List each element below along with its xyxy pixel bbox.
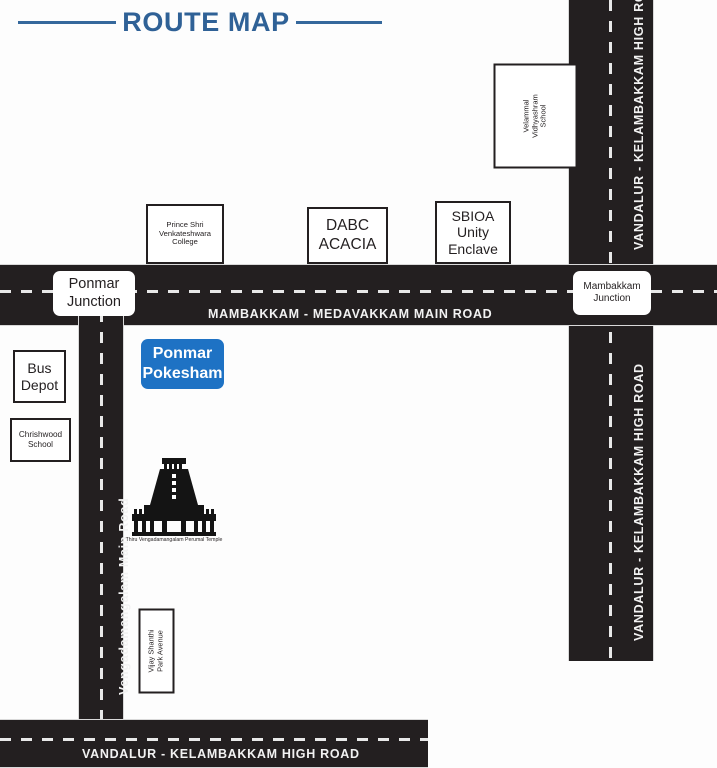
highlight-line2: Pokesham bbox=[142, 365, 223, 382]
landmark-vijay-line2: Park Avenue bbox=[155, 630, 165, 672]
landmark-chrishwood-school[interactable]: Chrishwood School bbox=[10, 418, 71, 462]
junction-mambakkam-line2: Junction bbox=[593, 293, 631, 304]
junction-ponmar-line2: Junction bbox=[66, 293, 121, 310]
landmark-sbioa-line3: Enclave bbox=[448, 240, 498, 257]
temple-caption-line1: Thiru Vengadamangalam bbox=[125, 537, 184, 543]
road-dash-vandalur-north bbox=[609, 0, 612, 265]
landmark-velammal-line3: School bbox=[538, 104, 548, 128]
landmark-sbioa-line2: Unity bbox=[457, 224, 489, 241]
road-dash-bottom bbox=[0, 738, 428, 741]
road-label-mambakkam-medavakkam-main: MAMBAKKAM - MEDAVAKKAM MAIN ROAD bbox=[208, 307, 493, 321]
junction-ponmar[interactable]: Ponmar Junction bbox=[53, 271, 135, 316]
landmark-velammal-vidhyashram-school[interactable]: Velammal Vidhyashram School bbox=[493, 63, 578, 169]
landmark-bus-depot[interactable]: Bus Depot bbox=[13, 350, 66, 403]
landmark-chrishwood-line2: School bbox=[27, 440, 54, 449]
landmark-bus-depot-line2: Depot bbox=[20, 376, 59, 393]
temple-gopuram-icon bbox=[128, 458, 220, 536]
landmark-prince-line3: College bbox=[172, 237, 198, 247]
road-label-vandalur-kelambakkam-south: VANDALUR - KELAMBAKKAM HIGH ROAD bbox=[632, 363, 646, 641]
title-rule-left bbox=[18, 20, 117, 24]
temple-caption-line2: Perumal Temple bbox=[185, 537, 223, 543]
landmark-chrishwood-line1: Chrishwood bbox=[18, 430, 63, 440]
landmark-prince-line2: Venkateshwara bbox=[159, 228, 211, 238]
road-dash-vengadamangalam bbox=[100, 311, 103, 721]
road-dash-vandalur-south bbox=[609, 311, 612, 661]
road-vandalur-kelambakkam-bottom bbox=[0, 719, 428, 768]
landmark-bus-depot-line1: Bus bbox=[27, 359, 52, 376]
landmark-vijay-shanthi-park-avenue[interactable]: Vijay Shanthi Park Avenue bbox=[138, 608, 175, 694]
landmark-prince-shri-venkateshwara-college[interactable]: Prince Shri Venkateshwara College bbox=[146, 204, 224, 264]
landmark-sbioa-unity-enclave[interactable]: SBIOA Unity Enclave bbox=[435, 201, 511, 264]
temple-caption: Thiru Vengadamangalam Perumal Temple bbox=[124, 537, 224, 544]
page-title-text: ROUTE MAP bbox=[122, 6, 290, 37]
highlight-ponmar-pokesham[interactable]: Ponmar Pokesham bbox=[141, 339, 224, 389]
junction-mambakkam[interactable]: Mambakkam Junction bbox=[573, 271, 651, 315]
highlight-line1: Ponmar bbox=[152, 345, 213, 363]
landmark-sbioa-line1: SBIOA bbox=[451, 207, 495, 224]
page-title: ROUTE MAP bbox=[0, 0, 400, 44]
junction-ponmar-line1: Ponmar bbox=[68, 276, 120, 293]
landmark-dabc-line2: ACACIA bbox=[318, 235, 377, 253]
road-label-vandalur-kelambakkam-north: VANDALUR - KELAMBAKKAM HIGH ROAD bbox=[632, 0, 646, 250]
landmark-prince-line1: Prince Shri bbox=[166, 219, 204, 229]
landmark-dabc-line1: DABC bbox=[325, 217, 370, 235]
landmark-dabc-acacia[interactable]: DABC ACACIA bbox=[307, 207, 388, 264]
road-label-vandalur-kelambakkam-bottom: VANDALUR - KELAMBAKKAM HIGH ROAD bbox=[82, 747, 360, 761]
title-rule-right bbox=[295, 20, 382, 24]
road-dash-main bbox=[0, 290, 717, 293]
junction-mambakkam-line1: Mambakkam bbox=[583, 281, 641, 292]
